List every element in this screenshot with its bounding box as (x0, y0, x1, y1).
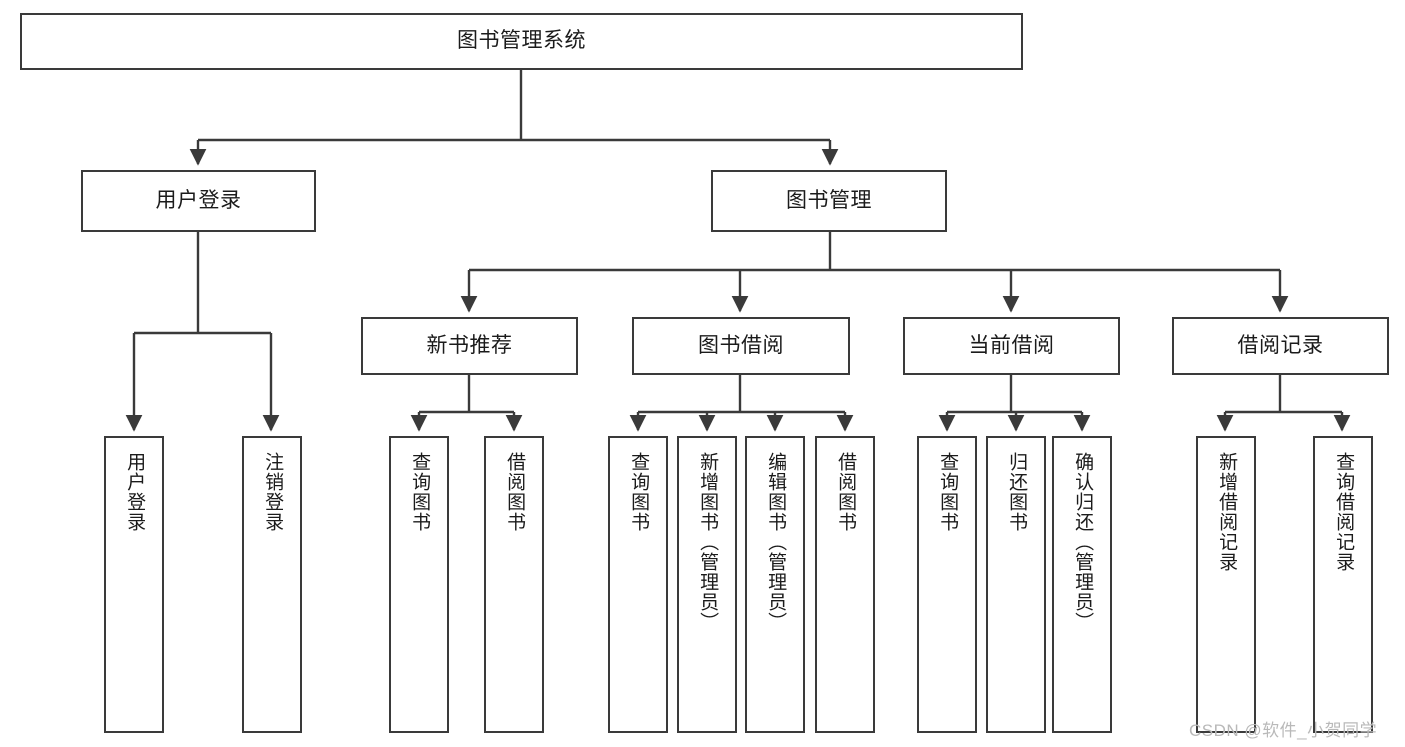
node-label: 图书管理 (786, 188, 872, 212)
leaf-current-return-book[interactable]: 归还图书 (986, 436, 1046, 733)
node-label: 编辑图书（管理员） (765, 452, 787, 632)
node-label: 用户登录 (155, 188, 242, 212)
node-book-management[interactable]: 图书管理 (711, 170, 947, 232)
node-label: 查询借阅记录 (1333, 452, 1355, 572)
node-label: 新增图书（管理员） (697, 452, 719, 632)
leaf-record-add-record[interactable]: 新增借阅记录 (1196, 436, 1256, 733)
leaf-borrow-edit-book[interactable]: 编辑图书（管理员） (745, 436, 805, 733)
csdn-watermark: CSDN @软件_小贺同学 (1189, 721, 1378, 740)
node-label: 归还图书 (1006, 452, 1028, 532)
node-label: 图书借阅 (698, 333, 784, 357)
node-book-borrow[interactable]: 图书借阅 (632, 317, 850, 375)
node-label: 查询图书 (409, 452, 431, 532)
node-label: 新增借阅记录 (1216, 452, 1238, 572)
node-user-login[interactable]: 用户登录 (81, 170, 316, 232)
leaf-current-confirm-return[interactable]: 确认归还（管理员） (1052, 436, 1112, 733)
leaf-user-login[interactable]: 用户登录 (104, 436, 164, 733)
node-label: 借阅图书 (504, 452, 526, 532)
leaf-record-query-record[interactable]: 查询借阅记录 (1313, 436, 1373, 733)
leaf-borrow-add-book[interactable]: 新增图书（管理员） (677, 436, 737, 733)
node-label: 确认归还（管理员） (1072, 452, 1094, 632)
node-label: 借阅图书 (835, 452, 857, 532)
node-label: 注销登录 (262, 452, 284, 532)
leaf-current-query-book[interactable]: 查询图书 (917, 436, 977, 733)
node-new-book-recommend[interactable]: 新书推荐 (361, 317, 578, 375)
node-label: 查询图书 (937, 452, 959, 532)
node-root-system[interactable]: 图书管理系统 (20, 13, 1023, 70)
leaf-borrow-borrow-book[interactable]: 借阅图书 (815, 436, 875, 733)
leaf-newbook-borrow-book[interactable]: 借阅图书 (484, 436, 544, 733)
leaf-borrow-query-book[interactable]: 查询图书 (608, 436, 668, 733)
node-label: 当前借阅 (968, 333, 1055, 357)
node-label: 查询图书 (628, 452, 650, 532)
leaf-logout[interactable]: 注销登录 (242, 436, 302, 733)
node-current-borrow[interactable]: 当前借阅 (903, 317, 1120, 375)
node-label: 新书推荐 (426, 333, 513, 357)
node-borrow-record[interactable]: 借阅记录 (1172, 317, 1389, 375)
leaf-newbook-query-book[interactable]: 查询图书 (389, 436, 449, 733)
node-label: 借阅记录 (1237, 333, 1324, 357)
node-label: 图书管理系统 (457, 29, 586, 53)
node-label: 用户登录 (124, 452, 146, 532)
